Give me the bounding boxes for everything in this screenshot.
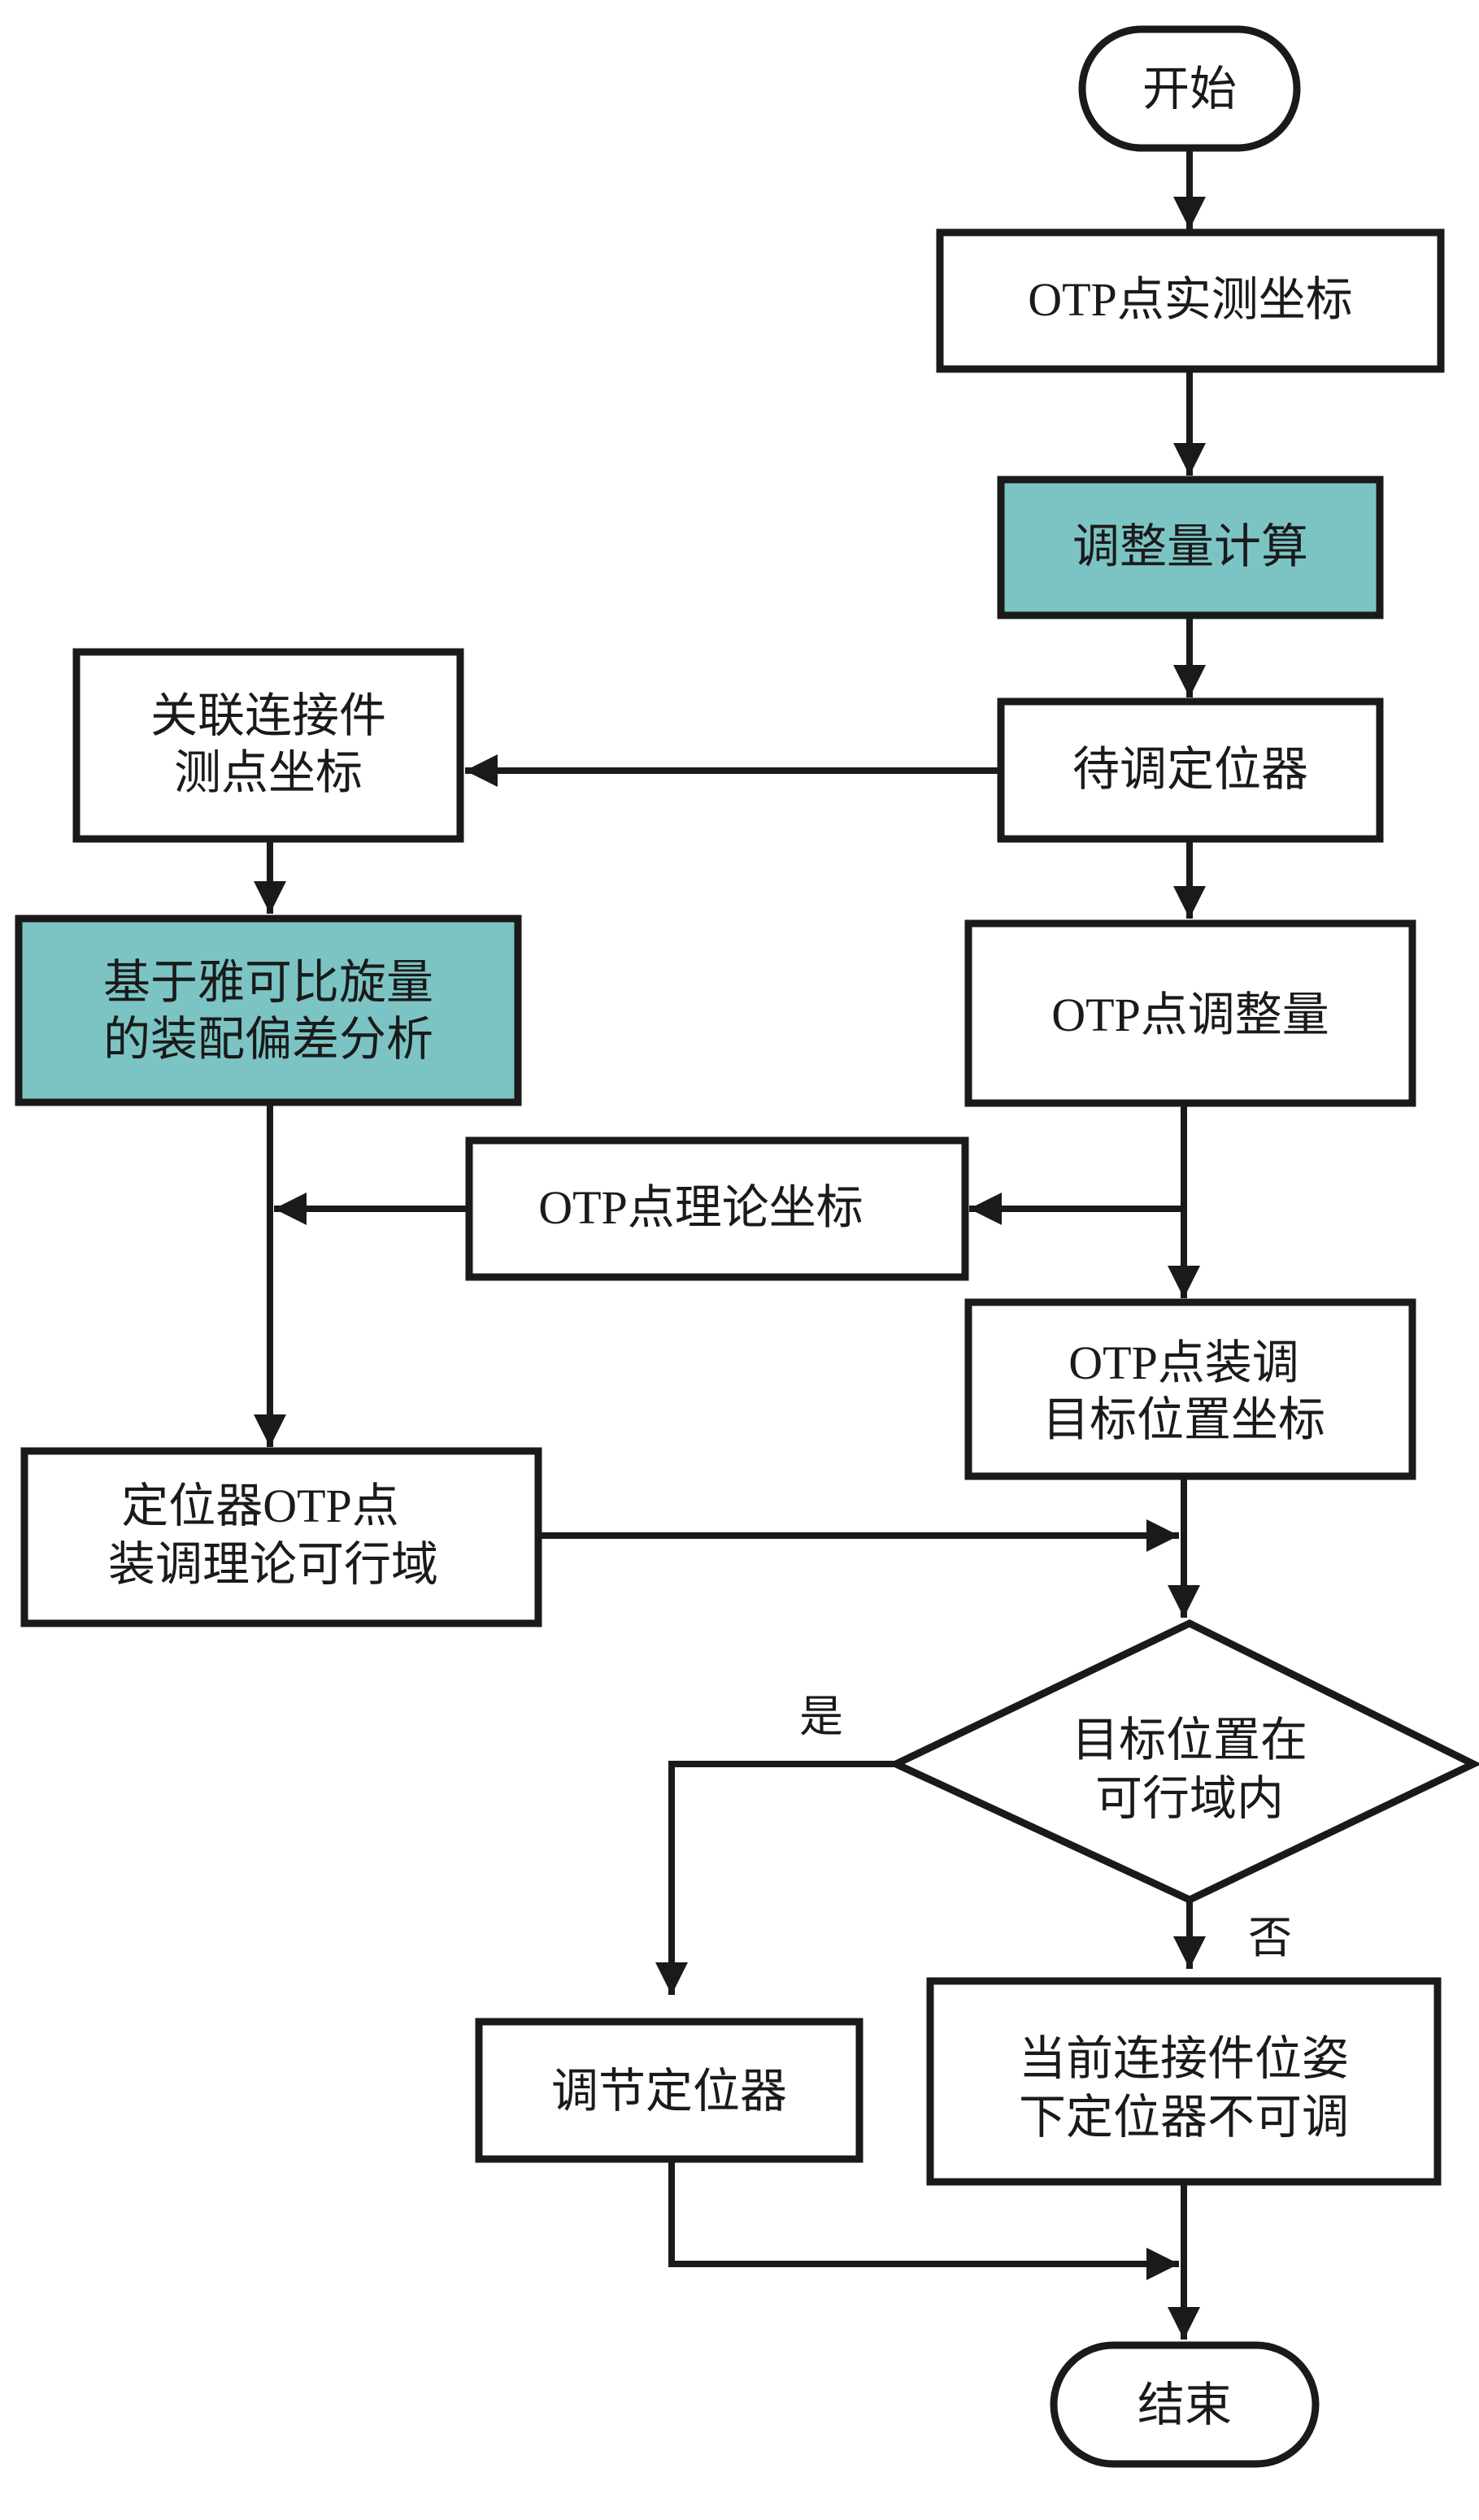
node-deviation-analysis-label-2: 的装配偏差分析 (103, 1013, 433, 1066)
node-related-connector-label-2: 测点坐标 (174, 746, 363, 799)
highlight-fill (997, 476, 1384, 619)
node-adjust-calc: 调整量计算 (997, 476, 1384, 619)
node-end-label: 结束 (1138, 2379, 1232, 2431)
node-measured-coords: OTP点实测坐标 (936, 228, 1445, 373)
node-decision: 目标位置在 可行域内 (887, 1618, 1479, 1904)
node-deviation-analysis-label-1: 基于雅可比旋量 (103, 956, 433, 1009)
node-adjust-locator: 调节定位器 (475, 2018, 863, 2163)
edge-decision-yes (655, 1761, 896, 1995)
node-decision-label-2: 可行域内 (1095, 1772, 1284, 1825)
node-theoretical-coords-label: OTP点理论坐标 (538, 1181, 863, 1234)
node-locator-to-adjust-label: 待调定位器 (1072, 743, 1308, 796)
highlight-fill (15, 915, 522, 1106)
node-target-coords-label-1: OTP点装调 (1068, 1336, 1299, 1389)
node-not-adjustable-label-2: 下定位器不可调 (1019, 2091, 1349, 2144)
node-end: 结束 (1050, 2341, 1320, 2468)
edge-label-no: 否 (1248, 1914, 1292, 1962)
node-related-connector: 关联连接件 测点坐标 (72, 648, 464, 843)
node-decision-label-1: 目标位置在 (1072, 1714, 1307, 1766)
node-start: 开始 (1078, 25, 1301, 152)
node-theoretical-coords: OTP点理论坐标 (465, 1136, 969, 1281)
node-target-coords: OTP点装调 目标位置坐标 (964, 1298, 1416, 1480)
node-deviation-analysis: 基于雅可比旋量 的装配偏差分析 (15, 915, 522, 1106)
node-feasible-domain: 定位器OTP点 装调理论可行域 (20, 1447, 542, 1627)
edges (254, 146, 1206, 2340)
edge-label-yes: 是 (799, 1692, 843, 1741)
node-start-label: 开始 (1142, 63, 1237, 115)
node-feasible-domain-label-1: 定位器OTP点 (121, 1479, 399, 1532)
node-target-coords-label-2: 目标位置坐标 (1042, 1393, 1325, 1446)
node-adjust-calc-label: 调整量计算 (1072, 520, 1308, 573)
node-adjust-locator-label: 调节定位器 (551, 2065, 787, 2118)
edge-adjust-locator-to-end (668, 2127, 1179, 2280)
node-otp-adjustment-label: OTP点调整量 (1051, 988, 1329, 1041)
node-measured-coords-label: OTP点实测坐标 (1028, 273, 1353, 326)
node-feasible-domain-label-2: 装调理论可行域 (108, 1538, 438, 1591)
node-not-adjustable-label-1: 当前连接件位姿 (1019, 2032, 1349, 2085)
node-related-connector-label-1: 关联连接件 (150, 689, 386, 742)
node-otp-adjustment: OTP点调整量 (964, 919, 1416, 1107)
node-locator-to-adjust: 待调定位器 (997, 697, 1384, 843)
node-not-adjustable: 当前连接件位姿 下定位器不可调 (926, 1977, 1442, 2186)
